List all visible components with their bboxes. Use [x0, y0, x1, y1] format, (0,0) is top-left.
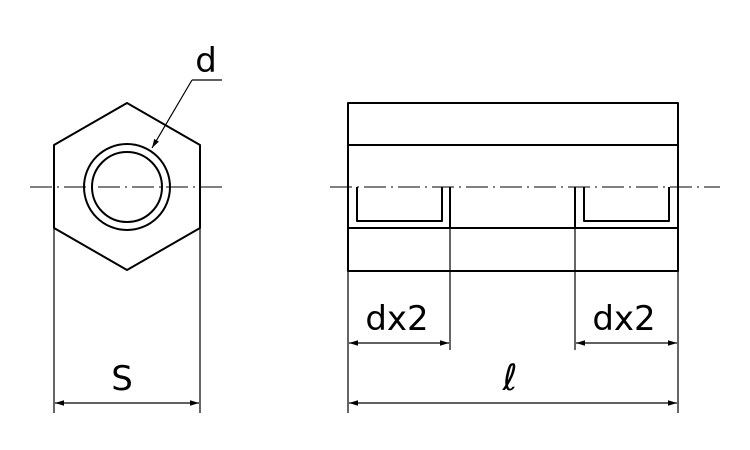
- length-label: ℓ: [502, 358, 518, 399]
- left-thread-minor: [356, 187, 443, 222]
- right-thread-minor: [583, 187, 670, 222]
- d-leader-line: [151, 79, 193, 149]
- s-label: S: [111, 359, 133, 399]
- hexagon-outline: [53, 102, 201, 271]
- d-label: d: [195, 41, 217, 81]
- end-view: d S: [30, 41, 222, 413]
- side-view: dx2 dx2 ℓ: [330, 102, 720, 413]
- right-depth-label: dx2: [592, 299, 655, 339]
- left-thread-major: [347, 187, 451, 229]
- right-thread-major: [574, 187, 679, 229]
- left-depth-label: dx2: [365, 299, 428, 339]
